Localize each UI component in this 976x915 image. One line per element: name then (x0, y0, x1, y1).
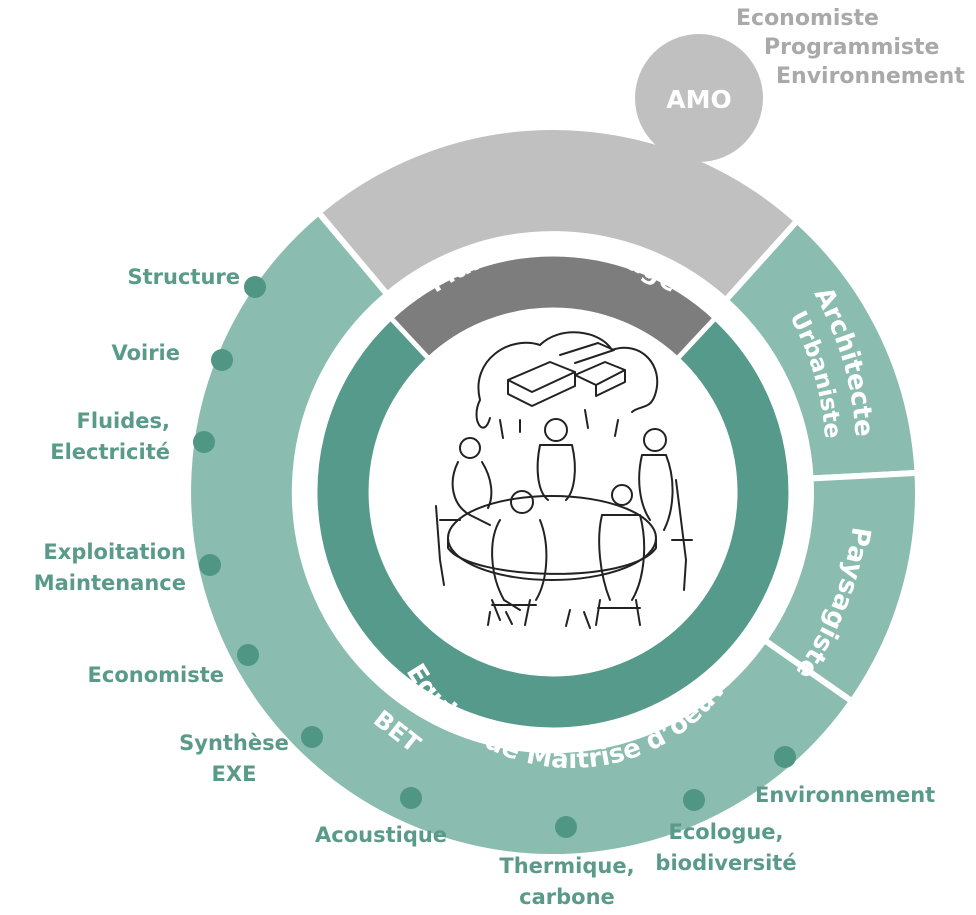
role-dot-fluides (193, 431, 215, 453)
amo-role-environnement: Environnement (776, 64, 965, 89)
bet-role-synthese-line1: Synthèse (179, 731, 289, 755)
bet-role-voirie: Voirie (111, 341, 180, 365)
bet-role-exploitation-line2: Maintenance (33, 571, 186, 595)
role-dot-environnement (774, 746, 796, 768)
bet-role-exploitation: Exploitation Maintenance (34, 537, 186, 599)
bet-role-structure: Structure (127, 265, 240, 289)
role-dot-thermique (555, 816, 577, 838)
bet-role-synthese-line2: EXE (211, 762, 257, 786)
role-dot-ecologue (683, 789, 705, 811)
bet-segment (185, 208, 857, 860)
amo-label: AMO (666, 85, 731, 114)
bet-role-ecologue-line2: biodiversité (655, 851, 797, 875)
role-dot-voirie (211, 349, 233, 371)
amo-segment (314, 124, 802, 305)
meeting-sketch-illustration (435, 331, 693, 629)
role-dot-economiste (237, 644, 259, 666)
amo-role-programmiste: Programmiste (764, 35, 940, 60)
bet-role-exploitation-line1: Exploitation (43, 540, 186, 564)
amo-role-economiste: Economiste (736, 6, 879, 31)
bet-role-environnement: Environnement (755, 783, 936, 807)
bet-role-fluides: Fluides, Electricité (50, 406, 170, 468)
role-dot-structure (244, 276, 266, 298)
bet-role-economiste: Economiste (87, 663, 224, 687)
bet-role-fluides-line2: Electricité (50, 440, 170, 464)
role-dot-acoustique (400, 787, 422, 809)
bet-role-ecologue-line1: Ecologue, (668, 820, 784, 844)
bet-role-thermique-line1: Thermique, (499, 854, 635, 878)
bet-role-thermique: Thermique, carbone (492, 851, 642, 913)
bet-role-synthese: Synthèse EXE (172, 728, 296, 790)
bet-role-thermique-line2: carbone (519, 885, 615, 909)
role-dot-exploitation (199, 554, 221, 576)
bet-role-ecologue: Ecologue, biodiversité (642, 817, 810, 879)
bet-role-acoustique: Acoustique (315, 823, 448, 847)
bet-role-fluides-line1: Fluides, (76, 409, 170, 433)
amo-bubble (635, 34, 763, 162)
role-dot-synthese (301, 726, 323, 748)
center-disc (371, 310, 735, 674)
